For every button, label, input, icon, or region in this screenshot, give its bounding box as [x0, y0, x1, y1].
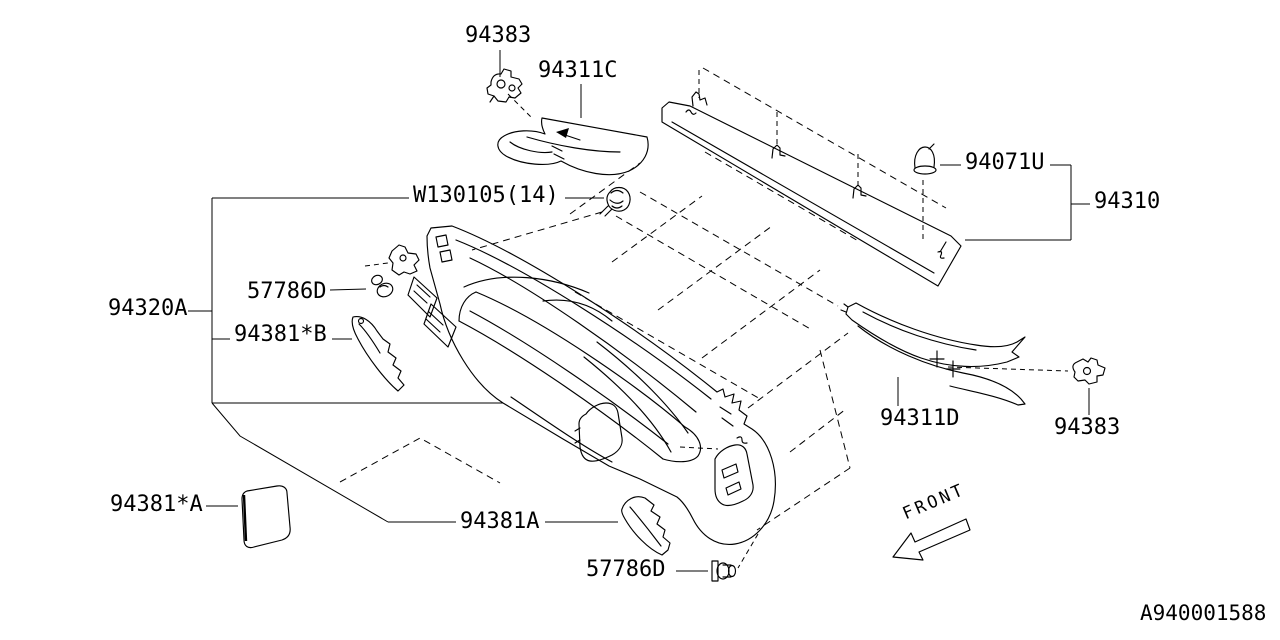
panel-94320a-drawing	[388, 225, 776, 546]
trim-94311d-drawing	[840, 302, 1026, 406]
clip-57786d-top-drawing	[371, 274, 394, 298]
hidden-body-grid	[339, 67, 1069, 569]
screw-w130105-drawing	[599, 186, 631, 217]
part-label-94311d: 94311D	[880, 406, 960, 431]
trim-94311c-drawing	[497, 117, 649, 176]
part-label-94381a-star: 94381*A	[110, 492, 203, 517]
cover-94381b-drawing	[351, 316, 405, 392]
part-label-94071u: 94071U	[965, 150, 1045, 175]
part-label-w130105: W130105(14)	[413, 183, 559, 208]
leader-94310-bracket	[940, 164, 1090, 241]
lid-94381a-star-drawing	[241, 485, 291, 549]
part-label-94383-right: 94383	[1054, 415, 1121, 440]
part-label-94381a: 94381A	[460, 509, 540, 534]
clip-94383-right-drawing	[1072, 357, 1106, 385]
clip-57786d-bottom-drawing	[711, 560, 737, 582]
cover-94381a-drawing	[621, 496, 671, 556]
clip-94383-top-drawing	[486, 68, 523, 103]
part-label-57786d-top: 57786D	[247, 279, 327, 304]
leader-94320a-bracket	[188, 50, 1090, 572]
garnish-94310-drawing	[661, 91, 962, 287]
part-label-57786d-bottom: 57786D	[586, 557, 666, 582]
part-label-94310: 94310	[1094, 189, 1161, 214]
part-label-94383-top: 94383	[465, 23, 532, 48]
part-label-94311c: 94311C	[538, 58, 618, 83]
clip-94071u-drawing	[913, 143, 937, 175]
part-label-94381b: 94381*B	[234, 322, 327, 347]
front-arrow-icon	[892, 518, 971, 561]
part-label-94320a: 94320A	[108, 296, 188, 321]
diagram-id: A940001588	[1140, 601, 1267, 625]
